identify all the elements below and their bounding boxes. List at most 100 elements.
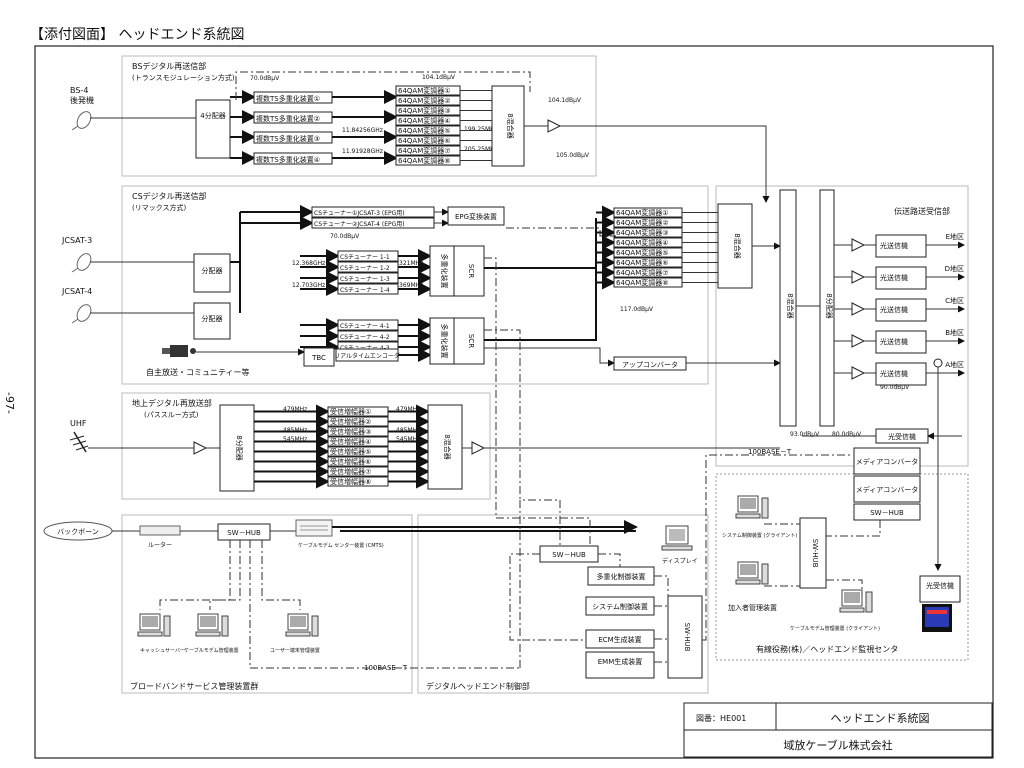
bs-qam-4-label: 64QAM変調器④ (398, 116, 451, 125)
cmts-icon (295, 519, 333, 537)
cs-qam-8-label: 64QAM変調器⑧ (616, 278, 669, 287)
epg-converter (447, 206, 505, 226)
display-label: ディスプレイ (662, 557, 698, 565)
bs-amp-icon (547, 119, 562, 133)
remote-center-section (715, 473, 969, 661)
cs-qam-6-label: 64QAM変調器⑥ (616, 258, 669, 267)
trans-part: 8混合器 8分配器 光送信機E地区光送信機D地区光送信機C地区光送信機B地区光送… (779, 189, 965, 571)
bs-mux-3-label: 複数TS多重化装置③ (256, 134, 320, 143)
network-part: バックボーン ルーター SW－HUB ケーブルモデム センター装置 (CMTS)… (43, 447, 961, 679)
display-icon (661, 525, 693, 551)
bs-qam-7: 64QAM変調器⑦ (395, 145, 461, 156)
cs-splitter-2-label: 分配器 (202, 314, 223, 323)
bs-section-title: BSデジタル再送信部 (132, 61, 206, 71)
trans-section-title: 伝送路送受信部 (894, 206, 950, 216)
terr-freq-out-1: 479MHz (396, 406, 420, 413)
terr-amp-2-label: 受信増幅器② (330, 417, 371, 426)
bs-section (121, 55, 597, 177)
area-label-4: B地区 (945, 328, 964, 337)
terr-amp-7: 受信増幅器⑦ (327, 466, 389, 477)
cs-epg-tuner-2-label: CSチューナー②JCSAT-4 (EPG用) (314, 221, 405, 228)
computer-icon (735, 561, 769, 585)
cs-tuner-1-3-label: CSチューナー 1-3 (340, 276, 390, 283)
cs-qam-2: 64QAM変調器② (613, 217, 683, 228)
terr-splitter-label: 8分配器 (235, 435, 244, 460)
bs-qam-6: 64QAM変調器⑥ (395, 135, 461, 146)
bs4-label: BS-4 (70, 86, 88, 95)
opt-tx-5: 光送信機 (875, 362, 927, 386)
cs-epg-tuner-1-label: CSチューナー①JCSAT-3 (EPG用) (314, 210, 405, 217)
title-block: 図番：HE001 ヘッドエンド系統図 域放ケーブル株式会社 (683, 702, 993, 758)
bs-mux-2: 複数TS多重化装置② (253, 111, 333, 124)
bs-part: 4分配器 70.0dBμV 104.1dBμV 104.1dBμV 105.0d… (90, 74, 770, 203)
bs-mhz-2: 205.25MHz (464, 146, 498, 153)
uhf-antenna-icon (69, 431, 89, 453)
bs-combiner-label: 8混合器 (506, 113, 515, 138)
bs-mhz-1: 199.25MHz (464, 126, 498, 133)
cs-part: 分配器 分配器 CSチューナー①JCSAT-3 (EPG用)CSチューナー②JC… (90, 203, 781, 371)
bs-freq-1: 11.84256GHz (342, 127, 383, 134)
cs-mhz-1: 321MHz (399, 260, 423, 267)
bs-qam-1-label: 64QAM変調器① (398, 86, 451, 95)
rc-opt-rx-label: 光受信機 (926, 581, 954, 590)
bs-qam-1: 64QAM変調器① (395, 85, 461, 96)
area-label-2: D地区 (945, 264, 964, 273)
cs-freq-1: 12.368GHz (292, 260, 325, 267)
computer-icon (195, 613, 229, 637)
cs-mux-2 (429, 317, 455, 365)
local-label: 自主放送・コミュニティー等 (146, 367, 250, 377)
bs-qam-5: 64QAM変調器⑤ (395, 125, 461, 136)
trans-splitter (819, 189, 835, 427)
cs-tuner-1-2-label: CSチューナー 1-2 (340, 265, 390, 272)
terr-amp-6: 受信増幅器⑥ (327, 456, 389, 467)
backbone-label: バックボーン (57, 528, 99, 536)
trans-level-a: 93.0dBμV (790, 431, 820, 438)
terr-part: 8分配器 受信増幅器①受信増幅器②受信増幅器③受信増幅器④受信増幅器⑤受信増幅器… (88, 404, 780, 492)
cs-tuner-4-2-label: CSチューナー 4-2 (340, 334, 390, 341)
drawing-number: 図番：HE001 (696, 713, 746, 723)
jcsat3-label: JCSAT-3 (61, 236, 92, 245)
broadband-section-title: ブロードバンドサービス管理装置群 (130, 681, 258, 691)
amp-icon (851, 270, 866, 284)
cs-tuner-1-1-label: CSチューナー 1-1 (340, 254, 390, 261)
cs-qam-6: 64QAM変調器⑥ (613, 257, 683, 268)
client-modem-label: ケーブルモデム管理装置 (クライアント) (790, 625, 880, 632)
cs-splitter-2 (193, 302, 231, 340)
amp-icon (851, 334, 866, 348)
cs-qam-7-label: 64QAM変調器⑦ (616, 268, 669, 277)
terr-amp-3: 受信増幅器③ (327, 426, 389, 437)
trans-combiner (779, 189, 797, 427)
trans-combiner-label: 8混合器 (786, 293, 795, 318)
opt-tx-4: 光送信機 (875, 330, 927, 354)
cs-qam-3: 64QAM変調器③ (613, 227, 683, 238)
bs-level-out: 104.1dBμV (548, 97, 582, 104)
emm-gen (585, 651, 655, 679)
rc-sw-hub (853, 503, 921, 521)
cs-tuner-4-1-label: CSチューナー 4-1 (340, 323, 390, 330)
jcsat3-antenna: JCSAT-3 (61, 236, 92, 273)
terr-amp-7-label: 受信増幅器⑦ (330, 467, 371, 476)
bs-mux-4: 複数TS多重化装置④ (253, 152, 333, 165)
amp-icon (851, 238, 866, 252)
bs-level-in: 70.0dBμV (250, 75, 280, 82)
terr-splitter (219, 404, 255, 492)
cs-level-in: 70.0dBμV (330, 233, 360, 240)
dish-icon (71, 111, 92, 131)
subscriber-label: 加入者管理装置 (728, 603, 777, 612)
trans-level-c: 90.0dBμV (880, 384, 910, 391)
dish-icon (71, 304, 92, 324)
jcsat4-antenna: JCSAT-4 (61, 287, 92, 324)
router-icon (139, 525, 181, 536)
terr-amp-5-label: 受信増幅器⑤ (330, 447, 371, 456)
cs-qam-5-label: 64QAM変調器⑤ (616, 248, 669, 257)
cs-tuner-1-4: CSチューナー 1-4 (337, 283, 399, 295)
cs-mhz-2: 369MHz (399, 282, 423, 289)
digital-ctrl-section (417, 514, 709, 694)
bs-qam-8: 64QAM変調器⑧ (395, 155, 461, 166)
cs-scr-2 (453, 317, 485, 365)
drawing-border (34, 45, 994, 759)
trans-section (715, 185, 969, 467)
rc-sw-hub-label: SW－HUB (870, 509, 904, 517)
junction-icon (933, 358, 943, 368)
